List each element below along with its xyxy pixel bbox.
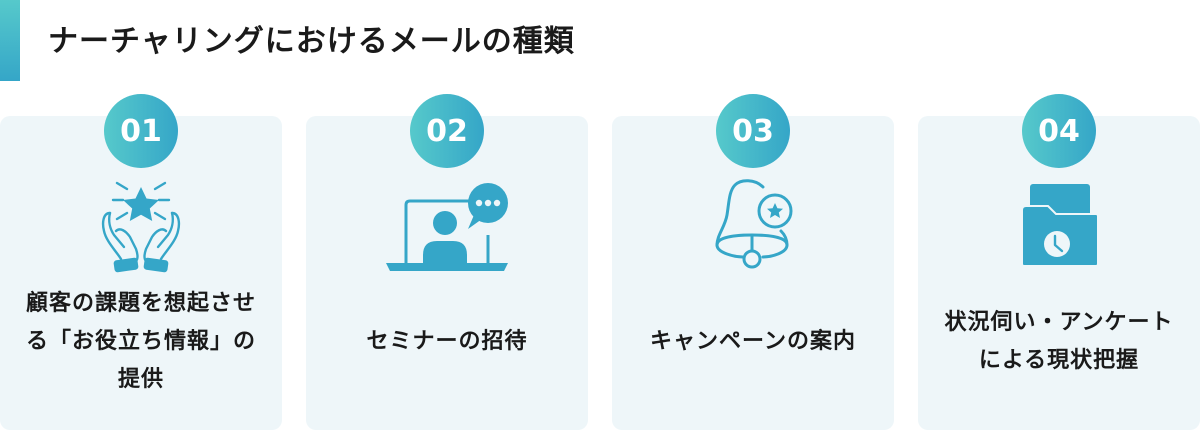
card-01 — [0, 116, 282, 430]
number-badge-03: 03 — [716, 94, 790, 168]
card-02 — [306, 116, 588, 430]
number-badge-01: 01 — [104, 94, 178, 168]
number-badge-04: 04 — [1022, 94, 1096, 168]
folder-clock-icon — [989, 172, 1129, 278]
card-04 — [918, 116, 1200, 430]
card-03 — [612, 116, 894, 430]
card-04-label: 状況伺い・アンケート による現状把握 — [918, 282, 1200, 402]
page-title: ナーチャリングにおけるメールの種類 — [48, 24, 575, 59]
card-03-label: キャンペーンの案内 — [612, 282, 894, 402]
bell-star-badge-icon — [683, 172, 823, 278]
card-01-line-1: 顧客の課題を想起させ — [25, 291, 256, 316]
card-04-line-2: による現状把握 — [978, 348, 1140, 373]
hands-holding-star-icon — [71, 172, 211, 278]
card-02-line-1: セミナーの招待 — [366, 329, 528, 354]
card-01-line-2: る「お役立ち情報」の — [25, 329, 256, 354]
card-04-line-1: 状況伺い・アンケート — [944, 310, 1174, 335]
laptop-webinar-chat-icon — [377, 172, 517, 278]
title-accent-bar — [0, 0, 20, 81]
card-03-line-1: キャンペーンの案内 — [650, 329, 856, 354]
number-badge-02: 02 — [410, 94, 484, 168]
card-01-label: 顧客の課題を想起させ る「お役立ち情報」の 提供 — [0, 282, 282, 402]
card-02-label: セミナーの招待 — [306, 282, 588, 402]
card-01-line-3: 提供 — [117, 367, 164, 392]
